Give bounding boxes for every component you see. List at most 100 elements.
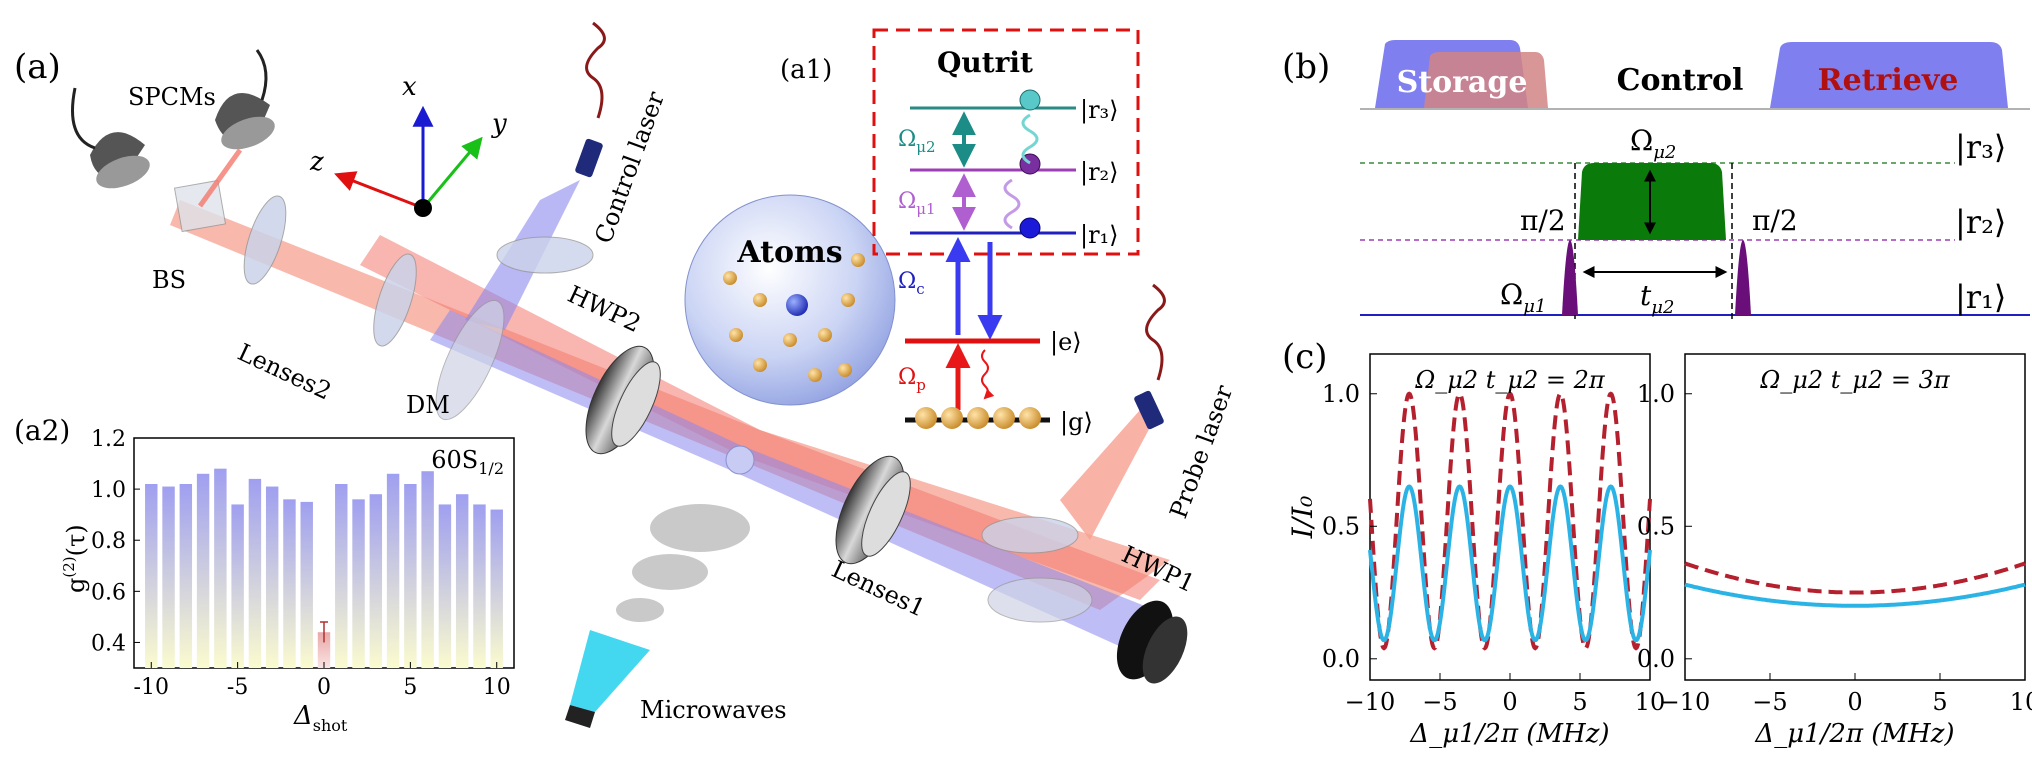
c-left-x-axis-label: Δ_μ1/2π (MHz): [1409, 719, 1609, 749]
y-axis-arrow: [421, 136, 483, 209]
level-r3-label: |r₃⟩: [1080, 96, 1119, 125]
probe-mirror: [987, 577, 1093, 623]
g2-bar: [145, 484, 158, 668]
atoms-label: Atoms: [736, 235, 842, 270]
atom-cloud: [725, 445, 755, 475]
g2-bar: [248, 478, 262, 668]
level-diagram: (a1) Qutrit |r₃⟩ |r₂⟩ |r₁⟩ Ωμ2 Ωμ1 Ωc |e…: [780, 28, 1140, 437]
microwave-lens-1: [650, 504, 750, 552]
setup-panel: (a) SPCMs BS Lenses2 DM: [14, 21, 1238, 728]
seq-omega-mu2-label: Ωμ2: [1630, 124, 1676, 163]
c-right-y-tick-label: 1.0: [1637, 380, 1675, 408]
c-right-plot-frame: [1684, 353, 2026, 681]
c-right-x-axis-label: Δ_μ1/2π (MHz): [1754, 719, 1954, 749]
control-label: Control: [1617, 63, 1744, 98]
lenses2-label: Lenses2: [233, 338, 335, 406]
g2-bar: [317, 632, 331, 668]
a2-x-axis-label: Δshot: [293, 701, 348, 735]
a2-y-tick-label: 0.6: [91, 580, 126, 605]
g2-bar: [455, 494, 469, 668]
g2-bar: [421, 471, 434, 668]
spcm-detector-left: [71, 87, 150, 189]
a2-x-tick-label: 5: [403, 675, 417, 700]
hwp2-label: HWP2: [563, 280, 645, 338]
g2-bar: [300, 501, 313, 668]
a2-y-tick-label: 0.8: [91, 529, 126, 554]
spcms-label: SPCMs: [128, 83, 216, 111]
atom-dots: [723, 253, 865, 382]
c-left-y-axis-label: I/I₀: [1286, 496, 1319, 540]
dichroic-mirror: [435, 299, 505, 421]
microwave-horn-icon: [565, 630, 650, 728]
c-right-x-tick-label: 5: [1932, 688, 1947, 716]
retrieve-pulse: [1770, 42, 2008, 108]
c-right-y-tick-label: 0.5: [1637, 512, 1675, 540]
c-left-series-dashed: [1368, 391, 1652, 651]
panel-label-a2: (a2): [14, 414, 70, 447]
cell-window-right: [835, 455, 911, 565]
control-laser-head: [575, 138, 603, 178]
g2-bar: [283, 499, 296, 668]
g2-bar: [490, 509, 503, 668]
c-left-x-tick-label: 0: [1502, 688, 1517, 716]
a2-y-tick-label: 1.0: [91, 478, 126, 503]
t-mu2-label: tμ2: [1640, 279, 1674, 318]
microwave-lens-2: [632, 554, 708, 590]
g2-bar: [352, 499, 365, 668]
coordinate-axes: x y z: [309, 72, 507, 217]
beam-dump: [1116, 600, 1188, 684]
pi-half-right-label: π/2: [1752, 204, 1798, 237]
level-e-label: |e⟩: [1050, 328, 1082, 357]
r1-atom: [1019, 217, 1041, 239]
g2-bar: [162, 486, 175, 668]
probe-input-beam: [1060, 410, 1155, 540]
a2-x-tick-label: -10: [134, 675, 169, 700]
c-right-series-solid: [1684, 582, 2026, 608]
panel-label-a1: (a1): [780, 55, 832, 85]
dm-label: DM: [406, 391, 450, 419]
lens2-a: [243, 195, 287, 285]
probe-laser-fiber: [1145, 283, 1166, 381]
omega-mu2-pulse: [1578, 163, 1726, 240]
pulse-sequence: (b) Storage Control Retrieve |r₃⟩ |r₂⟩ |…: [1282, 40, 2030, 322]
g2-bar: [265, 486, 279, 668]
g2-bar: [369, 494, 383, 668]
g2-bar: [196, 473, 210, 668]
g2-bar: [214, 468, 227, 668]
spcm-beam: [197, 148, 243, 208]
a2-x-tick-label: -5: [227, 675, 248, 700]
hwp1-plate: [981, 516, 1079, 554]
g2-bar: [386, 473, 400, 668]
qutrit-dashed-box: [872, 28, 1140, 256]
storage-label: Storage: [1397, 65, 1528, 100]
omega-p-label: Ωp: [898, 365, 926, 394]
seq-r2-label: |r₂⟩: [1955, 203, 2006, 241]
r3-atom: [1019, 89, 1041, 111]
c-left-x-tick-label: −10: [1345, 688, 1396, 716]
g2-bar: [179, 484, 193, 668]
retrieve-label: Retrieve: [1818, 63, 1959, 98]
spcm-detector-right: [215, 49, 275, 150]
mw-photon-r3: [1021, 113, 1039, 165]
probe-laser-label: Probe laser: [1164, 381, 1238, 522]
c-left-y-tick-label: 1.0: [1322, 380, 1360, 408]
control-laser-fiber: [585, 21, 606, 119]
probe-beam-core: [360, 235, 1160, 600]
c-right-title: Ω_μ2 t_μ2 = 3π: [1759, 366, 1951, 394]
ground-atoms: [915, 407, 1041, 429]
c-left-title: Ω_μ2 t_μ2 = 2π: [1414, 366, 1606, 394]
a2-y-axis-label: g(2)(τ): [60, 524, 90, 593]
c-right-x-tick-label: −10: [1660, 688, 1711, 716]
c-left-y-tick-label: 0.0: [1322, 645, 1360, 673]
c-right-y-tick-label: 0.0: [1637, 645, 1675, 673]
seq-r3-label: |r₃⟩: [1955, 128, 2006, 166]
level-r2-label: |r₂⟩: [1080, 158, 1119, 187]
a2-x-tick-label: 10: [483, 675, 511, 700]
c-left-plot-frame: [1369, 353, 1651, 681]
hwp2-plate: [496, 236, 594, 274]
c-right-series-dashed: [1684, 561, 2026, 595]
g2-bar: [231, 504, 244, 668]
a2-annotation: 60S1/2: [431, 446, 504, 478]
